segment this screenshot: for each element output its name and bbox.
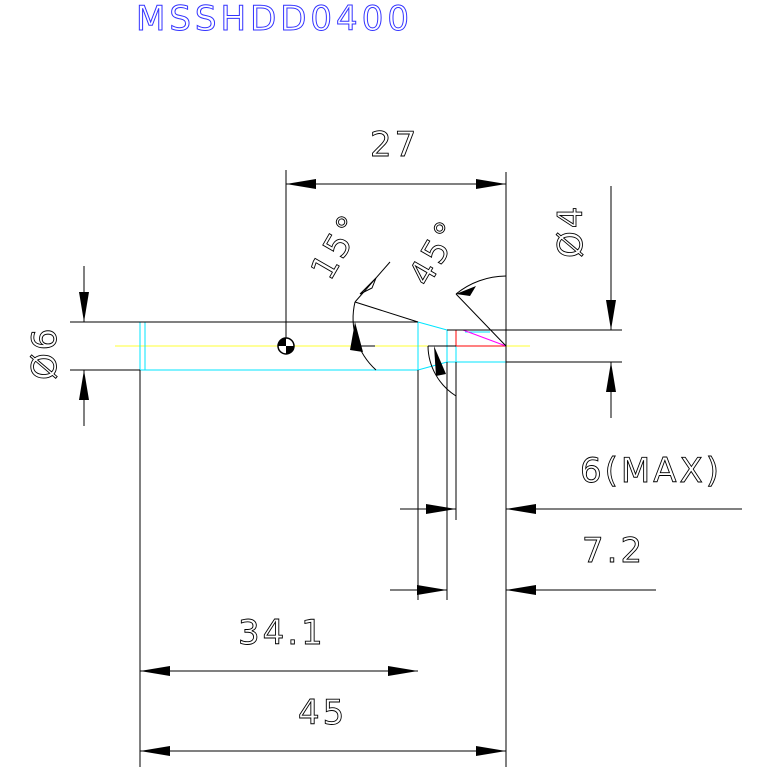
svg-text:34.1: 34.1 bbox=[238, 613, 326, 653]
svg-text:45: 45 bbox=[298, 693, 347, 733]
dim-tip-diameter: Ø4 bbox=[551, 186, 616, 418]
dim-point-angle: 45° bbox=[401, 212, 507, 397]
svg-text:6(MAX): 6(MAX) bbox=[580, 451, 722, 491]
svg-text:7.2: 7.2 bbox=[582, 531, 645, 571]
outline bbox=[70, 170, 622, 767]
dim-taper-angle: 15° bbox=[303, 206, 391, 371]
drawing-title: MSSHDD0400 bbox=[136, 0, 413, 39]
svg-text:15°: 15° bbox=[303, 207, 372, 287]
dim-overall-length: 45 bbox=[140, 693, 506, 756]
origin-marker bbox=[277, 337, 295, 355]
svg-text:27: 27 bbox=[370, 125, 419, 165]
svg-text:45°: 45° bbox=[401, 213, 470, 293]
svg-text:Ø4: Ø4 bbox=[551, 204, 591, 258]
svg-text:Ø6: Ø6 bbox=[25, 326, 65, 380]
dim-shank-diameter: Ø6 bbox=[25, 266, 89, 426]
dim-center-to-tip: 27 bbox=[286, 125, 506, 189]
dim-tip-length: 7.2 bbox=[390, 531, 656, 595]
dim-body-length: 34.1 bbox=[140, 613, 418, 676]
dim-max-depth: 6(MAX) bbox=[400, 451, 742, 514]
